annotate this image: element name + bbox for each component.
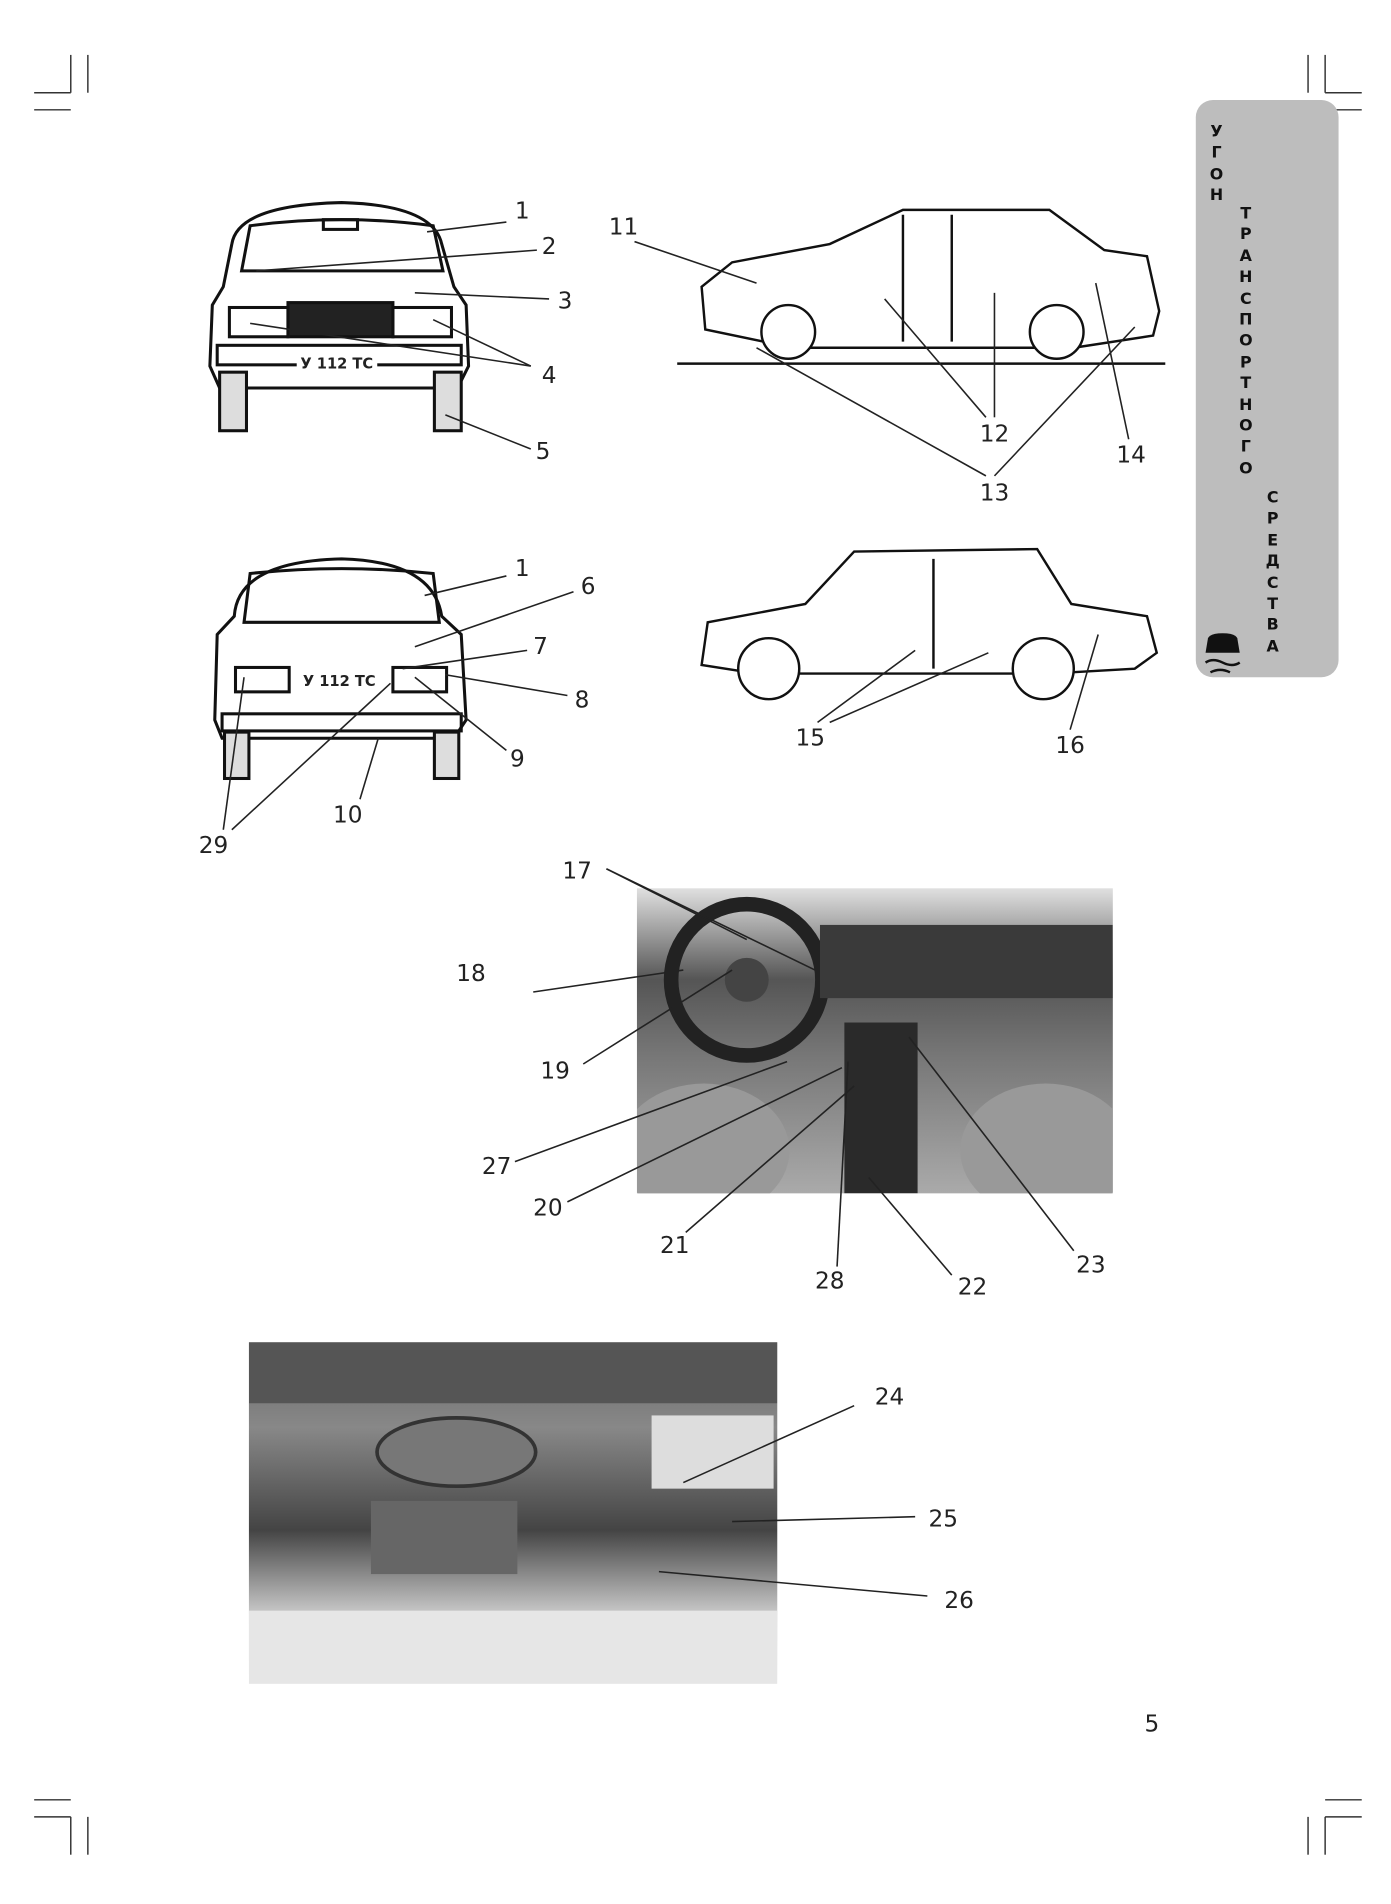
callout-label: 14 <box>1116 441 1146 469</box>
callout-label: 24 <box>874 1383 905 1411</box>
page-number: 5 <box>1144 1710 1160 1738</box>
callout-label: 29 <box>198 832 229 860</box>
callout-label: 10 <box>333 801 363 829</box>
callout-label: 1 <box>514 197 530 225</box>
callout-label: 8 <box>574 686 590 714</box>
callout-label: 13 <box>979 479 1010 507</box>
callout-label: 7 <box>533 633 548 661</box>
callout-label: 18 <box>456 960 486 988</box>
callout-label: 28 <box>814 1267 845 1295</box>
rear-license-plate: У 112 ТС <box>299 672 380 690</box>
skidding-car-icon <box>1204 633 1241 674</box>
callout-label: 9 <box>509 745 525 773</box>
callout-label: 3 <box>557 287 573 315</box>
callout-label: 26 <box>944 1587 974 1615</box>
callout-label: 25 <box>928 1505 958 1533</box>
callout-label: 16 <box>1055 732 1085 759</box>
tab-word-1: УГОН <box>1209 123 1224 206</box>
car-side-view-1 <box>677 208 1166 365</box>
callout-label: 23 <box>1076 1251 1106 1279</box>
callout-label: 22 <box>957 1273 988 1301</box>
callout-label: 6 <box>580 573 596 601</box>
section-tab: УГОН ТРАНСПОРТНОГО СРЕДСТВА <box>1195 100 1339 678</box>
engine-bay-photo <box>248 1342 778 1684</box>
callout-label: 17 <box>562 857 592 885</box>
front-license-plate: У 112 ТС <box>296 355 377 373</box>
car-side-view-2 <box>700 547 1159 701</box>
callout-label: 27 <box>481 1153 512 1180</box>
tab-word-2: ТРАНСПОРТНОГО <box>1239 204 1253 479</box>
car-front-view <box>208 201 471 433</box>
callout-label: 20 <box>533 1194 563 1222</box>
callout-label: 1 <box>514 555 530 583</box>
callout-label: 2 <box>541 233 557 260</box>
leader-lines <box>222 221 1136 831</box>
callout-label: 4 <box>541 362 557 390</box>
dashboard-photo <box>636 888 1113 1194</box>
callout-label: 12 <box>979 420 1010 448</box>
callout-label: 5 <box>535 438 551 465</box>
callout-label: 15 <box>795 724 825 752</box>
car-rear-view <box>213 557 468 781</box>
tab-word-3: СРЕДСТВА <box>1265 489 1280 657</box>
callout-label: 21 <box>660 1232 690 1260</box>
callout-label: 19 <box>540 1057 570 1085</box>
callout-label: 11 <box>608 213 639 241</box>
crop-marks <box>34 54 1362 1855</box>
